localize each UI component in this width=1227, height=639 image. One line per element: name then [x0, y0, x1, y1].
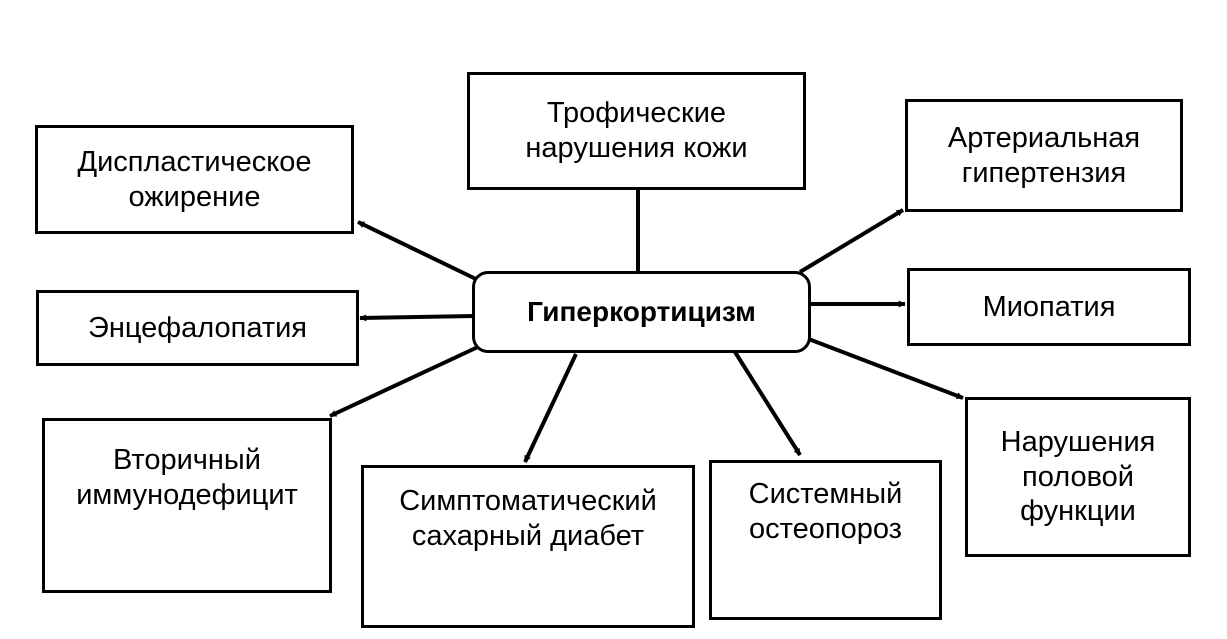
node-hypertension: Артериальная гипертензия	[905, 99, 1183, 212]
node-myopathy: Миопатия	[907, 268, 1191, 346]
node-immunodeficiency-label: Вторичный иммунодефицит	[76, 444, 298, 511]
node-immunodeficiency: Вторичный иммунодефицит	[42, 418, 332, 593]
node-trophic-label: Трофические нарушения кожи	[525, 97, 748, 164]
node-encephalopathy-label: Энцефалопатия	[87, 311, 307, 344]
node-sexual-label: Нарушения половой функции	[1000, 425, 1156, 528]
node-dysplastic: Диспластическое ожирение	[35, 125, 354, 234]
node-osteoporosis: Системный остеопороз	[709, 460, 942, 620]
node-encephalopathy: Энцефалопатия	[36, 290, 359, 366]
arrow-to-sexual	[805, 336, 964, 400]
arrow-to-immunodeficiency	[329, 344, 481, 418]
node-myopathy-label: Миопатия	[982, 290, 1116, 323]
node-dysplastic-label: Диспластическое ожирение	[77, 145, 312, 213]
node-diabetes: Симптоматический сахарный диабет	[361, 465, 695, 628]
arrow-to-dysplastic	[357, 220, 479, 282]
arrow-to-osteoporosis	[733, 350, 802, 457]
arrow-to-hypertension	[798, 208, 905, 274]
node-hypertension-label: Артериальная гипертензия	[947, 121, 1141, 189]
node-center-label: Гиперкортицизм	[527, 296, 756, 328]
arrow-to-diabetes	[523, 353, 578, 463]
node-trophic: Трофические нарушения кожи	[467, 72, 806, 190]
arrow-to-encephalopathy	[359, 314, 475, 322]
node-diabetes-label: Симптоматический сахарный диабет	[399, 485, 657, 552]
node-sexual: Нарушения половой функции	[965, 397, 1191, 557]
node-osteoporosis-label: Системный остеопороз	[748, 478, 903, 545]
node-center: Гиперкортицизм	[472, 271, 811, 353]
